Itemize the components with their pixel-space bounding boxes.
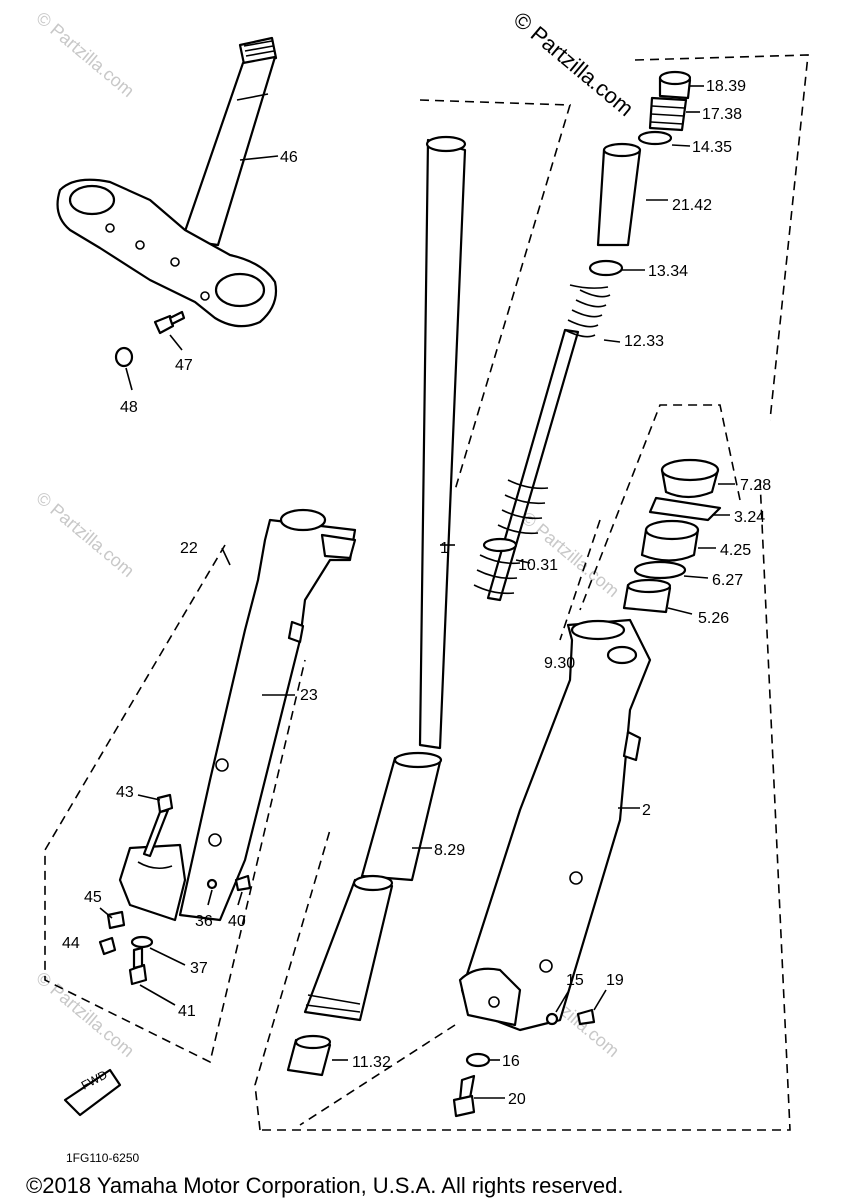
label-46: 46 — [280, 149, 298, 166]
right-fork-boundary — [254, 54, 809, 1131]
bush-5 — [622, 578, 672, 614]
label-40: 40 — [228, 913, 246, 930]
screw-40 — [234, 874, 252, 892]
washer-15 — [545, 1012, 559, 1026]
cap-18 — [658, 70, 692, 100]
label-20: 20 — [508, 1091, 526, 1108]
watermark-faint: © Partzilla.com — [32, 8, 138, 101]
copyright-footer: ©2018 Yamaha Motor Corporation, U.S.A. A… — [26, 1173, 623, 1198]
cap-bolt-17 — [648, 96, 688, 132]
label-47: 47 — [175, 357, 193, 374]
label-2: 2 — [642, 802, 651, 819]
label-15: 15 — [566, 972, 584, 989]
left-outer-tube — [118, 508, 357, 922]
label-41: 41 — [178, 1003, 196, 1020]
clip-3 — [648, 496, 722, 522]
label-5-26: 5.26 — [698, 610, 729, 627]
label-17-38: 17.38 — [702, 106, 742, 123]
nut-44 — [98, 936, 117, 956]
label-7-28: 7.28 — [740, 477, 771, 494]
stem-tube — [180, 55, 277, 247]
label-23: 23 — [300, 687, 318, 704]
dust-seal-7 — [660, 458, 720, 499]
label-21-42: 21.42 — [672, 197, 712, 214]
watermark-faint: © Partzilla.com — [32, 488, 138, 581]
washer-6 — [633, 560, 687, 580]
washer-16 — [465, 1052, 491, 1068]
label-16: 16 — [502, 1053, 520, 1070]
piece-11 — [286, 1034, 332, 1077]
spring-12 — [564, 284, 611, 338]
seat-13 — [588, 259, 624, 277]
label-36: 36 — [195, 913, 213, 930]
oil-seal-4 — [640, 519, 700, 562]
cap-48 — [114, 346, 134, 368]
oring-14 — [637, 130, 673, 146]
label-13-34: 13.34 — [648, 263, 688, 280]
steering-stem-assembly — [56, 36, 278, 328]
label-37: 37 — [190, 960, 208, 977]
washer-36 — [206, 878, 218, 890]
bolt-43 — [142, 793, 174, 858]
label-11-32: 11.32 — [352, 1054, 391, 1071]
damper-boundary — [559, 404, 741, 641]
label-43: 43 — [116, 784, 134, 801]
cylinder-assembly — [303, 874, 394, 1022]
screw-19 — [576, 1008, 596, 1026]
nut-45 — [106, 910, 126, 930]
label-3-24: 3.24 — [734, 509, 765, 526]
label-12-33: 12.33 — [624, 333, 664, 350]
outer-fork-boundary — [44, 99, 572, 1064]
washer-37 — [130, 935, 154, 949]
label-8-29: 8.29 — [434, 842, 465, 859]
part-labels: 46 47 48 22 23 43 45 44 36 40 37 41 1 10… — [62, 78, 771, 1108]
fwd-arrow: FWD — [63, 1067, 122, 1117]
diagram-code: 1FG110-6250 — [66, 1151, 139, 1165]
label-4-25: 4.25 — [720, 542, 751, 559]
bolt-20 — [452, 1074, 476, 1118]
bolt-41 — [128, 946, 148, 986]
label-1: 1 — [440, 540, 449, 557]
label-14-35: 14.35 — [692, 139, 732, 156]
label-6-27: 6.27 — [712, 572, 743, 589]
bolt-47 — [153, 310, 186, 335]
label-9-30: 9.30 — [544, 655, 575, 672]
label-48: 48 — [120, 399, 138, 416]
label-22: 22 — [180, 540, 198, 557]
spacer-21 — [596, 142, 642, 247]
spacer-8 — [360, 751, 443, 882]
label-18-39: 18.39 — [706, 78, 746, 95]
right-outer-tube — [458, 618, 652, 1032]
watermark-faint: © Partzilla.com — [517, 508, 623, 601]
label-19: 19 — [606, 972, 624, 989]
inner-tube-1 — [418, 135, 467, 750]
damper-rod — [473, 328, 580, 602]
label-10-31: 10.31 — [518, 557, 558, 574]
label-45: 45 — [84, 889, 102, 906]
label-44: 44 — [62, 935, 80, 952]
